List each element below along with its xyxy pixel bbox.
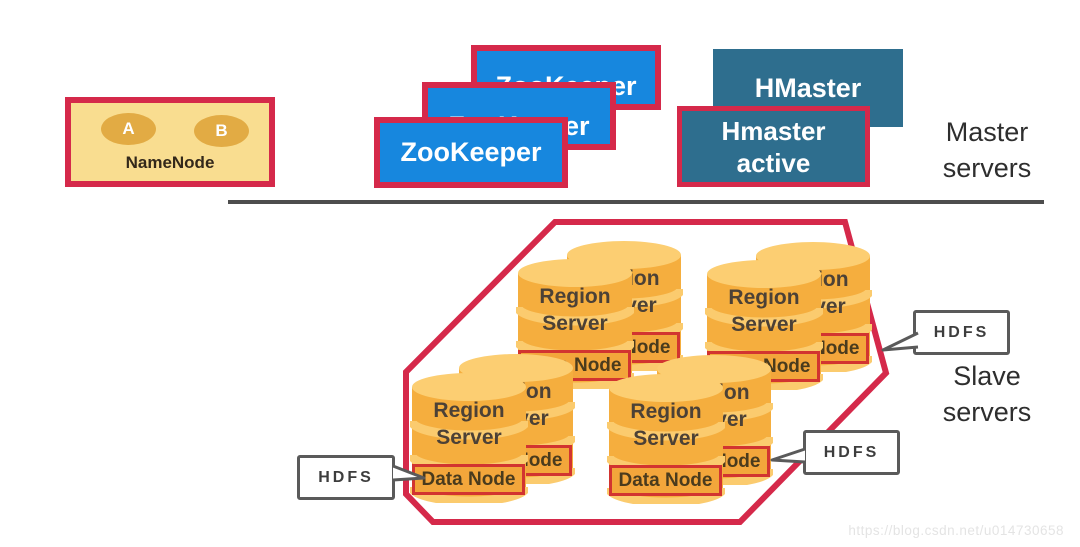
hdfs-callout-3: HDFS <box>297 455 395 500</box>
data-node-label: Data Node <box>412 464 525 495</box>
hdfs-callout-1: HDFS <box>913 310 1010 355</box>
hmaster-active-label-line1: Hmaster <box>721 115 826 146</box>
slave-caption-line1: Slave <box>953 361 1021 391</box>
data-node-label: Data Node <box>609 465 722 496</box>
hdfs-callout-tail <box>392 463 426 488</box>
namenode-instance-a: A <box>101 113 156 145</box>
slave-caption-line2: servers <box>942 397 1032 427</box>
namenode-label: NameNode <box>125 153 215 172</box>
hmaster-active-label-line2: active <box>736 147 811 178</box>
hdfs-callout-2: HDFS <box>803 430 900 475</box>
hdfs-label: HDFS <box>933 323 990 341</box>
master-caption-line2: servers <box>942 153 1032 183</box>
hmaster-active-box: Hmaster active <box>677 106 870 187</box>
namenode-box: A B NameNode <box>65 97 275 187</box>
hdfs-label: HDFS <box>823 443 880 461</box>
zookeeper-box-3: ZooKeeper <box>374 117 568 188</box>
hdfs-callout-tail <box>770 446 806 471</box>
namenode-instance-b: B <box>194 115 249 147</box>
slave-servers-caption: Slave servers <box>922 358 1052 430</box>
hdfs-callout-tail <box>881 331 919 360</box>
master-caption-line1: Master <box>945 117 1029 147</box>
section-divider-line <box>228 200 1044 204</box>
watermark-url: https://blog.csdn.net/u014730658 <box>848 523 1064 538</box>
zookeeper-label: ZooKeeper <box>400 137 542 167</box>
hdfs-label: HDFS <box>318 468 374 486</box>
master-servers-caption: Master servers <box>922 114 1052 186</box>
